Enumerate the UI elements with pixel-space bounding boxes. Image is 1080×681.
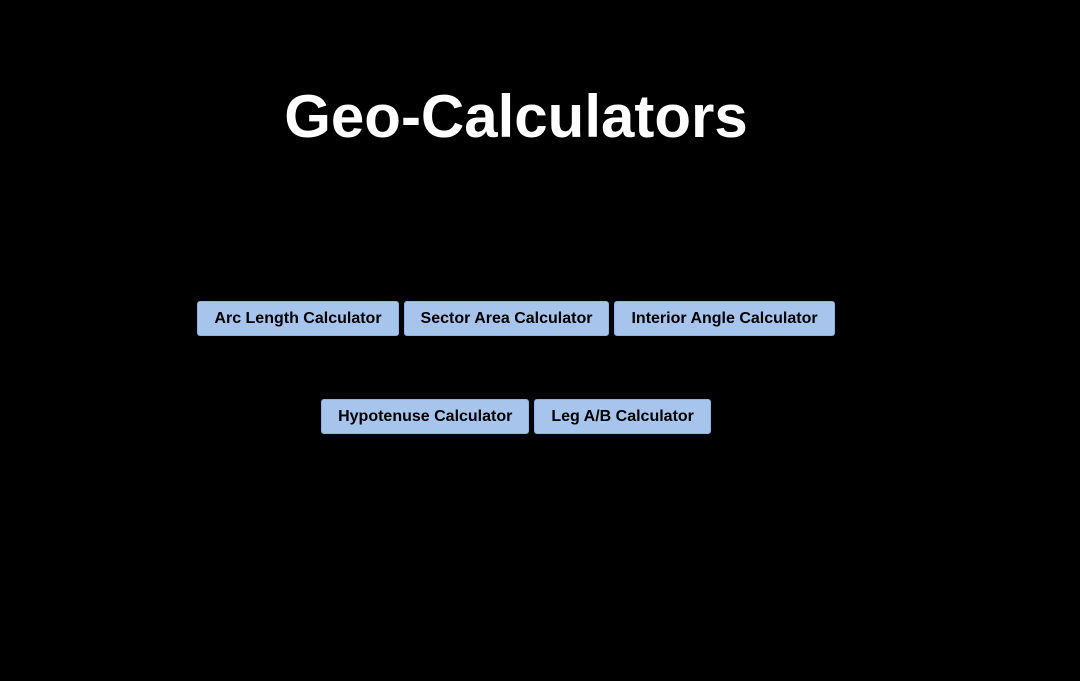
- hypotenuse-calculator-button[interactable]: Hypotenuse Calculator: [321, 399, 530, 434]
- arc-length-calculator-button[interactable]: Arc Length Calculator: [197, 301, 399, 336]
- page-title: Geo-Calculators: [284, 83, 748, 150]
- calculator-row-2: Hypotenuse Calculator Leg A/B Calculator: [0, 399, 1032, 434]
- calculator-row-1: Arc Length Calculator Sector Area Calcul…: [0, 301, 1032, 336]
- interior-angle-calculator-button[interactable]: Interior Angle Calculator: [614, 301, 835, 336]
- sector-area-calculator-button[interactable]: Sector Area Calculator: [403, 301, 610, 336]
- leg-ab-calculator-button[interactable]: Leg A/B Calculator: [534, 399, 711, 434]
